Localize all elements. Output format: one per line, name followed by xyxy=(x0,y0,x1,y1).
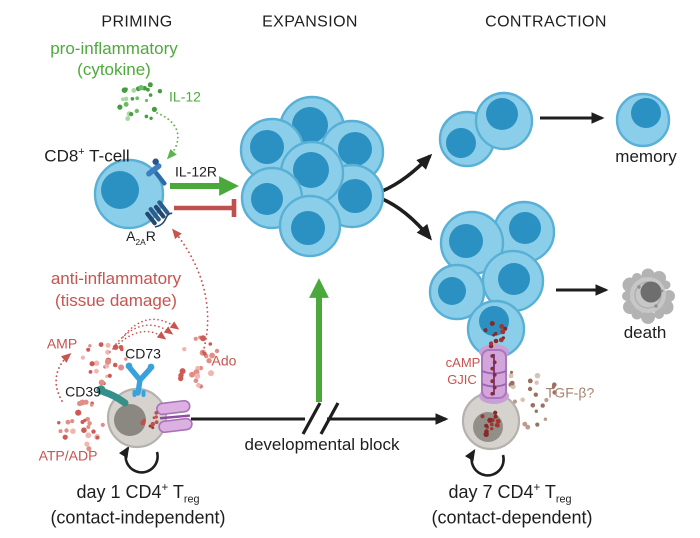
il12-cytokine-dots xyxy=(117,82,163,121)
gap-junction-hemichannel-icon xyxy=(156,399,193,434)
il12-label: IL-12 xyxy=(169,88,201,105)
a2ar-receptor-icon xyxy=(145,200,173,228)
death-label: death xyxy=(623,323,667,343)
amp-to-ado-arrow-2 xyxy=(115,324,174,345)
day7-self-renewal-arrow xyxy=(464,449,505,477)
ado-to-a2ar-arrow xyxy=(172,228,209,353)
contraction-cell-cluster xyxy=(428,200,556,359)
pro-inflammatory-label: pro-inflammatory xyxy=(50,39,178,59)
channel-camp-dots xyxy=(490,354,497,396)
connector-cell-camp-dots xyxy=(483,321,508,349)
day1-self-renewal-arrow xyxy=(118,446,159,474)
il12r-label: IL-12R xyxy=(174,163,218,180)
gjic-label: GJIC xyxy=(447,372,477,388)
contact-dependent-label: (contact-dependent) xyxy=(431,507,593,528)
il12r-receptor-icon xyxy=(146,158,167,186)
block-slash-1 xyxy=(301,402,322,435)
cd73-receptor-icon xyxy=(125,362,155,397)
memory-cell xyxy=(615,92,671,148)
death-apoptotic-cell xyxy=(622,268,675,324)
day1-camp-dots xyxy=(140,411,159,430)
tgf-beta-label: TGF-β? xyxy=(545,384,595,401)
amp-label: AMP xyxy=(46,335,78,352)
memory-precursor-cells xyxy=(438,91,534,168)
treg-day1-cell xyxy=(96,362,193,449)
expansion-cell-cluster xyxy=(239,95,385,258)
atp-adp-label: ATP/ADP xyxy=(38,447,98,464)
day7-treg-label: day 7 CD4+ Treg xyxy=(448,482,572,506)
priming-header: PRIMING xyxy=(101,13,173,31)
cytokine-label: (cytokine) xyxy=(77,60,151,80)
gap-junction-channel xyxy=(479,344,509,404)
tissue-damage-label: (tissue damage) xyxy=(55,291,177,311)
branch-to-death-arrow xyxy=(379,196,433,241)
amp-to-ado-arrow-3 xyxy=(122,318,180,338)
camp-label: cAMP xyxy=(445,355,481,371)
cd39-label: CD39 xyxy=(65,383,101,400)
a2ar-label: A2AR xyxy=(126,228,156,247)
cd8-tcell xyxy=(93,158,173,230)
contraction-header: CONTRACTION xyxy=(485,13,607,31)
block-slash-2 xyxy=(319,402,340,435)
memory-label: memory xyxy=(615,147,677,167)
amp-to-ado-arrow-1 xyxy=(109,330,167,353)
ado-label: Ado xyxy=(211,352,237,369)
atp-to-amp-arrow xyxy=(55,352,72,402)
cd73-label: CD73 xyxy=(125,345,161,362)
cd39-receptor-icon xyxy=(96,385,129,407)
amp-dots xyxy=(80,342,128,386)
atp-adp-dots xyxy=(57,399,105,452)
contact-independent-label: (contact-independent) xyxy=(50,507,226,528)
developmental-block-label: developmental block xyxy=(244,435,400,455)
anti-inflammatory-label: anti-inflammatory xyxy=(50,269,182,289)
day7-camp-dots xyxy=(480,410,501,437)
il12-to-receptor-arrow xyxy=(156,112,179,160)
branch-to-memory-arrow xyxy=(379,153,433,194)
day1-treg-label: day 1 CD4+ Treg xyxy=(76,482,200,506)
cd8-tcell-label: CD8+ T-cell xyxy=(44,145,130,166)
expansion-header: EXPANSION xyxy=(262,13,358,31)
